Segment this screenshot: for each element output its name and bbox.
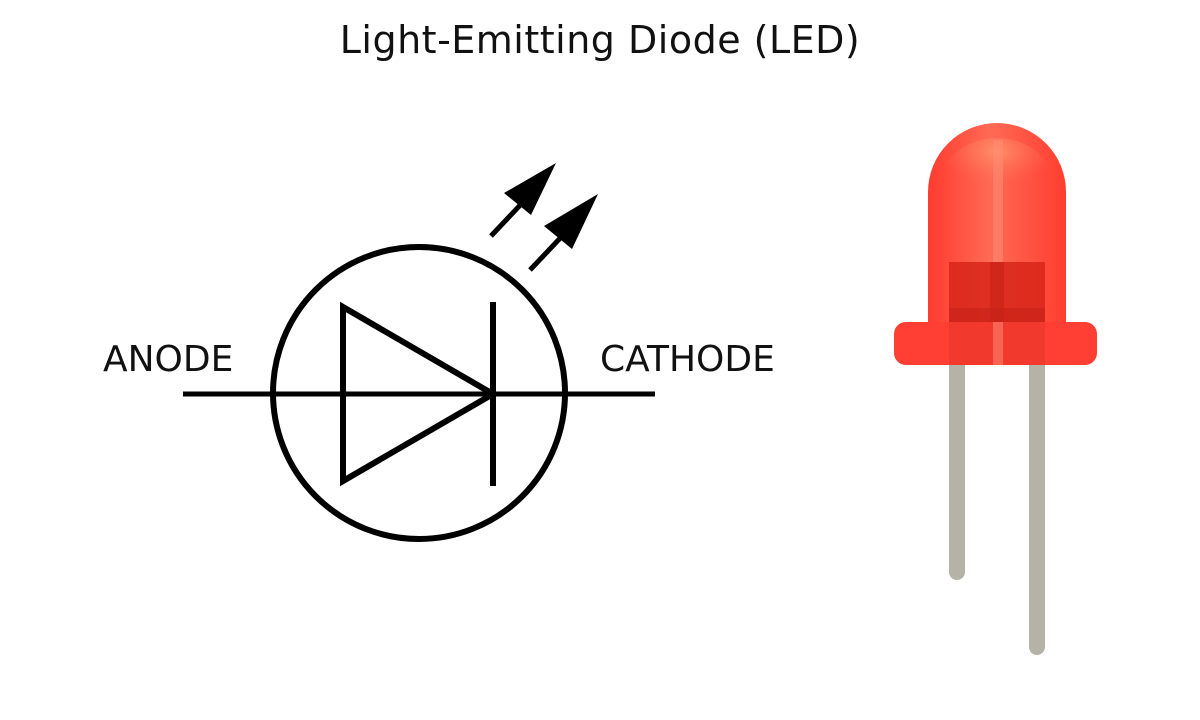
cathode-label: CATHODE: [600, 339, 775, 380]
diagram-title: Light-Emitting Diode (LED): [339, 18, 861, 62]
led-internal-base: [949, 308, 1045, 324]
light-emission-arrows-icon: [489, 163, 598, 272]
led-component-icon: [894, 123, 1097, 655]
emission-arrow-head-2: [544, 194, 598, 249]
emission-arrow-shaft-1: [489, 198, 527, 238]
diode-triangle-icon: [340, 301, 499, 487]
symbol-circle: [270, 244, 568, 542]
anode-lead: [949, 330, 965, 580]
cathode-lead: [1029, 330, 1045, 655]
flange-shine: [993, 322, 1003, 365]
emission-arrow-head-1: [504, 163, 556, 215]
anode-label: ANODE: [103, 339, 233, 380]
led-schematic-symbol: ANODE CATHODE: [103, 163, 775, 542]
dome-shine: [993, 140, 1003, 330]
